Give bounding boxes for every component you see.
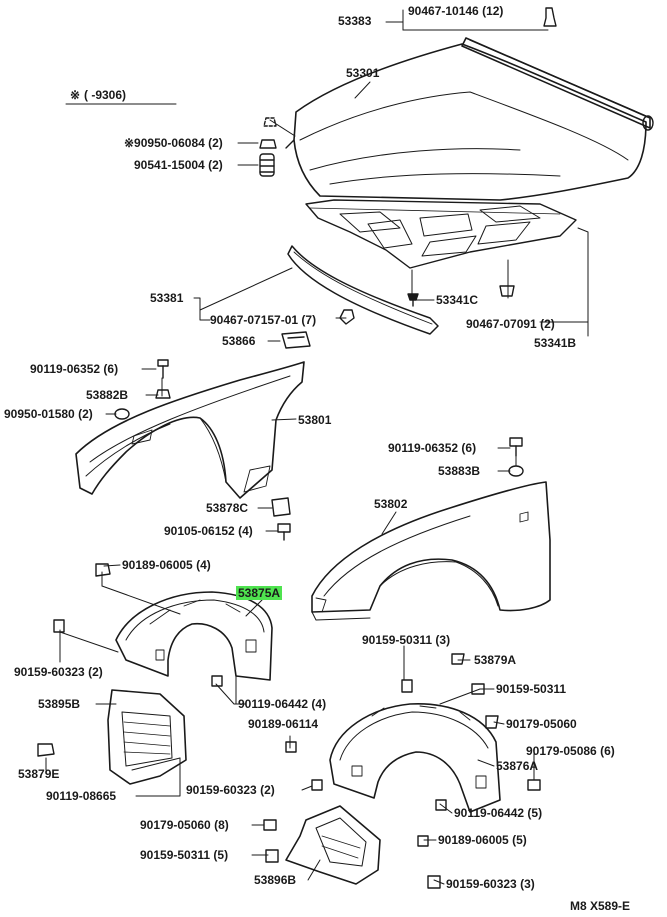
part-label-90189-06114[interactable]: 90189-06114 [248,717,319,731]
part-label-90119-08665[interactable]: 90119-08665 [46,789,117,803]
fender-left [75,361,305,499]
lower-shield-left [37,689,187,785]
hood-fasteners [259,7,557,349]
part-label-90159-60323-2a[interactable]: 90159-60323 (2) [14,665,103,679]
part-label-53883B[interactable]: 53883B [438,464,481,478]
part-label-53878C[interactable]: 53878C [206,501,249,515]
part-label-53895B[interactable]: 53895B [38,697,81,711]
part-label-90159-50311[interactable]: 90159-50311 [496,682,567,696]
part-label-90119-06442-4[interactable]: 90119-06442 (4) [238,697,327,711]
part-label-90105-06152[interactable]: 90105-06152 (4) [164,524,253,538]
part-label-53866[interactable]: 53866 [222,334,256,348]
note-range: ( -9306) [84,88,127,102]
part-label-90179-05060-8[interactable]: 90179-05060 (8) [140,818,229,832]
hood-weatherstrip [461,37,654,131]
hood-insulator [305,199,577,269]
part-label-53879E[interactable]: 53879E [18,767,60,781]
part-label-53802[interactable]: 53802 [374,497,408,511]
fender-liner-left [115,591,273,681]
part-label-53341B[interactable]: 53341B [534,336,577,350]
fender-right [311,481,551,621]
part-label-53876A[interactable]: 53876A [496,759,539,773]
part-label-90159-50311-5[interactable]: 90159-50311 (5) [140,848,229,862]
part-label-90179-05086[interactable]: 90179-05086 (6) [526,744,615,758]
part-label-90119-06442-5[interactable]: 90119-06442 (5) [454,806,543,820]
part-label-90467-10146[interactable]: 90467-10146 (12) [408,4,504,18]
part-label-53801[interactable]: 53801 [298,413,332,427]
part-label-90467-07157[interactable]: 90467-07157-01 (7) [210,313,317,327]
liner-right-fasteners [263,653,541,889]
part-label-90541-15004[interactable]: 90541-15004 (2) [134,158,223,172]
part-label-90159-50311-3[interactable]: 90159-50311 (3) [362,633,451,647]
fender-right-fasteners [508,437,524,477]
note-star: ※ [70,88,81,102]
lower-shield-right [285,805,381,885]
part-label-53879A[interactable]: 53879A [474,653,517,667]
hood-panel [285,43,647,201]
part-label-53381[interactable]: 53381 [150,291,184,305]
part-label-90159-60323-3[interactable]: 90159-60323 (3) [446,877,535,891]
part-label-90159-60323-2b[interactable]: 90159-60323 (2) [186,783,275,797]
part-label-90950-06084[interactable]: ※90950-06084 (2) [124,136,223,150]
part-label-53875A[interactable]: 53875A [236,586,283,600]
fender-liner-right [329,703,501,813]
part-label-53383[interactable]: 53383 [338,14,372,28]
hood-seal-strip [287,245,439,335]
part-label-53341C[interactable]: 53341C [436,293,479,307]
part-label-90189-06005-5[interactable]: 90189-06005 (5) [438,833,527,847]
part-label-90467-07091[interactable]: 90467-07091 (2) [466,317,555,331]
liner-left-fasteners [53,563,223,687]
part-label-90189-06005-4[interactable]: 90189-06005 (4) [122,558,211,572]
diagram-code: M8 X589-E [570,899,631,913]
fender-left-fasteners [114,359,291,541]
part-label-90179-05060[interactable]: 90179-05060 [506,717,577,731]
part-label-53301[interactable]: 53301 [346,66,380,80]
part-label-53896B[interactable]: 53896B [254,873,297,887]
part-label-90119-06352-left[interactable]: 90119-06352 (6) [30,362,119,376]
highlight-53875A: 53875A [236,586,283,600]
part-label-53882B[interactable]: 53882B [86,388,129,402]
part-label-90950-01580[interactable]: 90950-01580 (2) [4,407,93,421]
part-label-90119-06352-right[interactable]: 90119-06352 (6) [388,441,477,455]
